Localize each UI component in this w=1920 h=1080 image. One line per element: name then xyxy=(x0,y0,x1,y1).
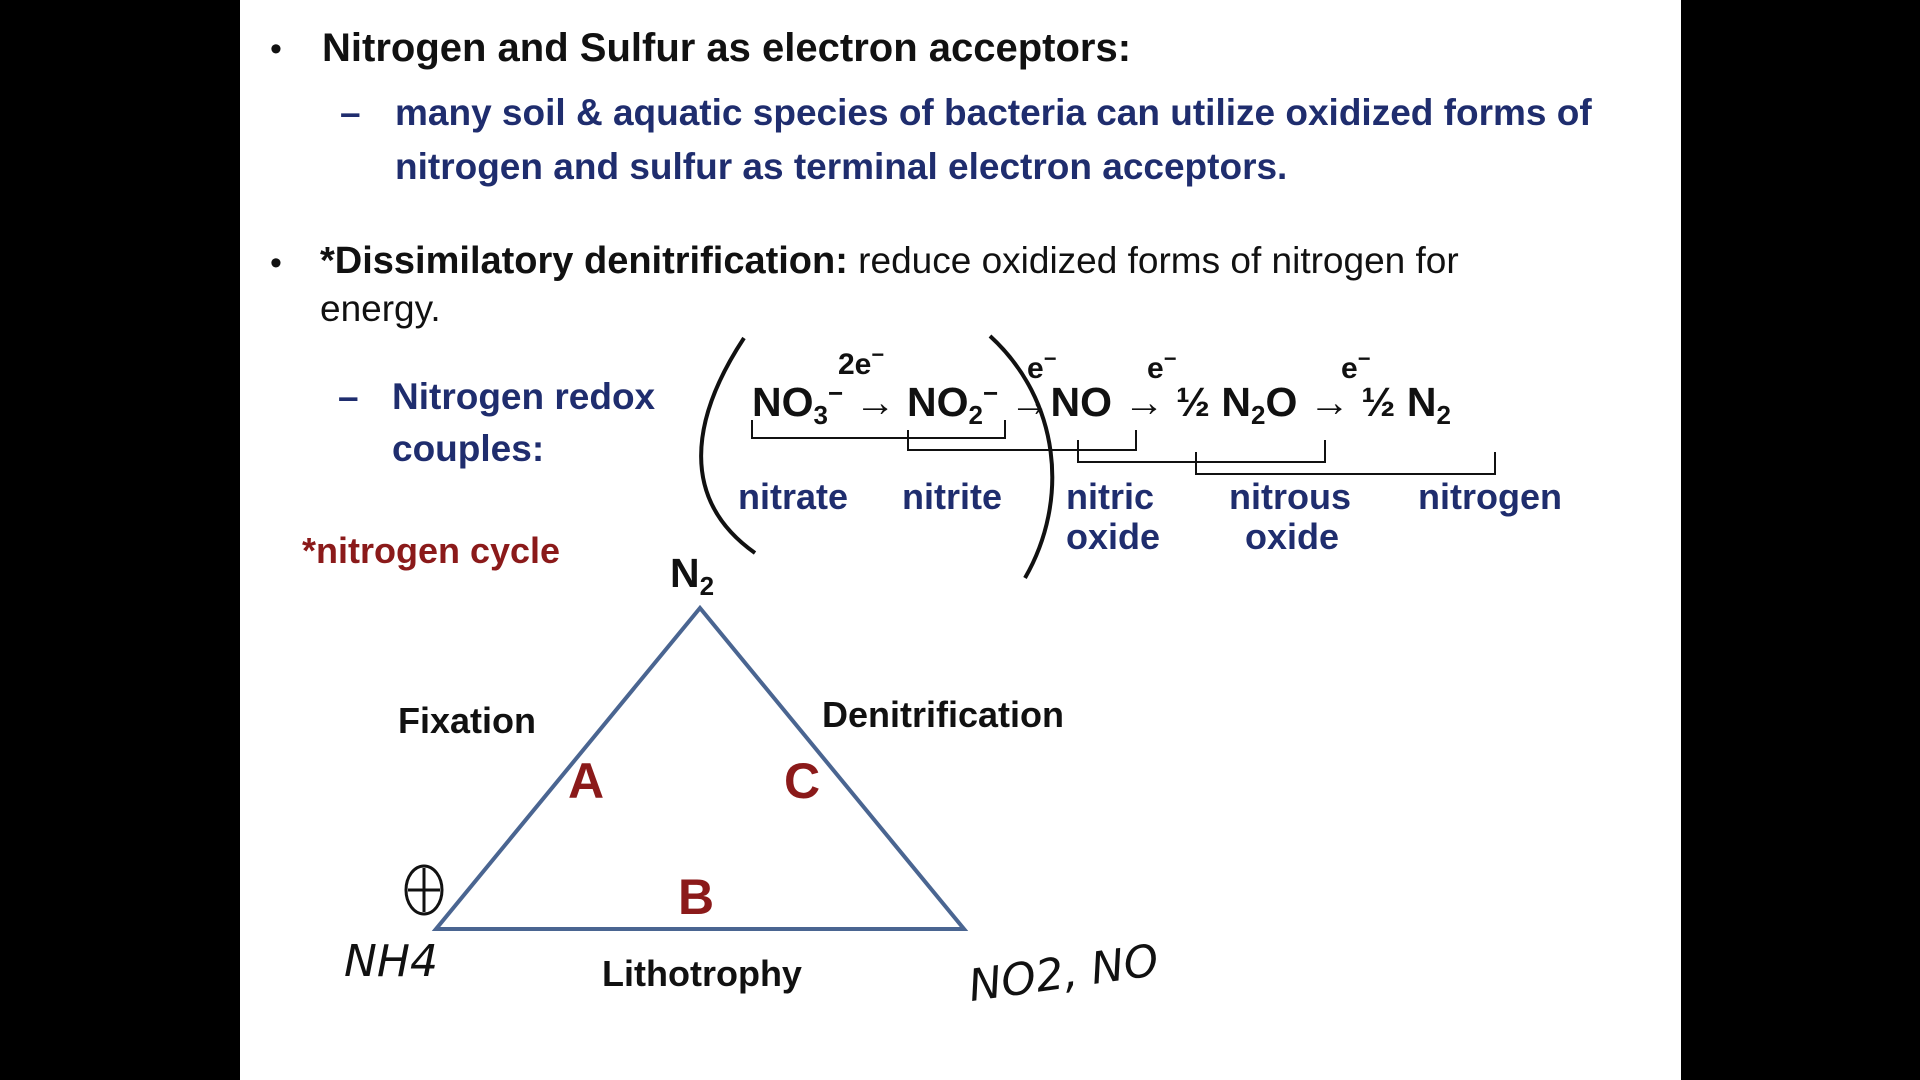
name-nitrite: nitrite xyxy=(902,476,1003,517)
bullet2-sub-line1: Nitrogen redox xyxy=(392,376,656,417)
species-nitrogen: ½ N2 xyxy=(1361,379,1451,430)
letter-c: C xyxy=(784,753,821,809)
name-nitrous: nitrous xyxy=(1229,476,1351,517)
arrow-icon: → xyxy=(1009,379,1051,425)
bullet-dot: • xyxy=(270,244,282,282)
bullet1-sub-line2: nitrogen and sulfur as terminal electron… xyxy=(395,146,1288,187)
electron-3: e− xyxy=(1147,346,1177,385)
nitrogen-cycle-heading: *nitrogen cycle xyxy=(302,530,561,571)
hand-paren-left xyxy=(699,336,757,555)
species-nitric-oxide: NO xyxy=(1050,379,1113,425)
apex-n2: N2 xyxy=(670,550,715,601)
name-nitrate: nitrate xyxy=(738,476,849,517)
name-nitric-oxide: oxide xyxy=(1066,516,1161,557)
redox-equation: NO3− → NO2− →NO → ½ N2O → ½ N2 xyxy=(752,378,1451,431)
bullet2-sub-line2: couples: xyxy=(392,428,545,469)
hand-paren-right xyxy=(988,334,1055,579)
cycle-triangle xyxy=(431,604,969,931)
redox-brackets xyxy=(699,334,1496,579)
hand-plus-circle-icon xyxy=(404,864,444,916)
arrow-icon: → xyxy=(854,379,896,425)
bracket-n2o-n2 xyxy=(1195,452,1496,475)
sub-dash: – xyxy=(340,92,361,133)
species-nitrite: NO2− xyxy=(906,378,999,430)
electron-1: 2e− xyxy=(838,342,885,381)
arrow-icon: → xyxy=(1308,379,1350,425)
name-nitrogen: nitrogen xyxy=(1418,476,1562,517)
label-lithotrophy: Lithotrophy xyxy=(602,953,802,994)
sub-dash: – xyxy=(338,376,359,417)
handwritten-nh4: NH4 xyxy=(344,936,438,987)
label-fixation: Fixation xyxy=(398,700,537,741)
bullet2-text-line2: energy. xyxy=(320,288,441,329)
electron-2: e− xyxy=(1027,346,1057,385)
name-nitrous-oxide: oxide xyxy=(1245,516,1340,557)
bullet2-text-line1: reduce oxidized forms of nitrogen for xyxy=(847,240,1459,281)
bracket-nitrate-nitrite xyxy=(751,420,1006,439)
electron-4: e− xyxy=(1341,346,1371,385)
slide: • Nitrogen and Sulfur as electron accept… xyxy=(240,0,1681,1080)
bullet1-sub-line1: many soil & aquatic species of bacteria … xyxy=(395,92,1592,133)
arrow-icon: → xyxy=(1123,379,1165,425)
bullet2-term: *Dissimilatory denitrification: xyxy=(320,240,848,282)
bracket-no-n2o xyxy=(1077,440,1326,463)
bullet-dot: • xyxy=(270,30,282,68)
name-nitric: nitric xyxy=(1066,476,1155,517)
bullet1-title: Nitrogen and Sulfur as electron acceptor… xyxy=(322,26,1132,70)
label-denitrification: Denitrification xyxy=(822,694,1065,735)
species-nitrous-oxide: ½ N2O xyxy=(1175,379,1298,430)
letter-a: A xyxy=(568,753,605,809)
bracket-nitrite-no xyxy=(907,430,1137,451)
bullet2-line1: *Dissimilatory denitrification: reduce o… xyxy=(320,240,1459,283)
species-nitrate: NO3− xyxy=(752,378,844,430)
letter-b: B xyxy=(678,869,715,925)
